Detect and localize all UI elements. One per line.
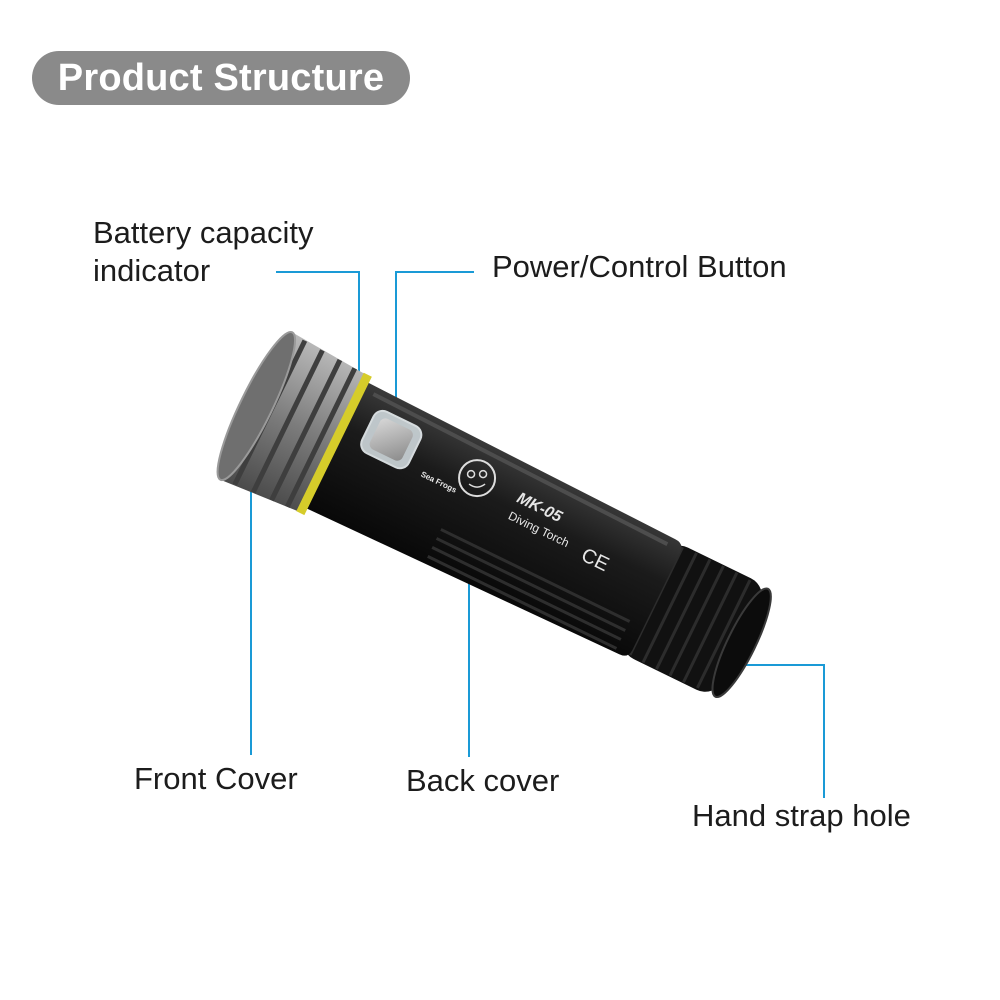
hand-strap-hole-label: Hand strap hole bbox=[692, 798, 911, 833]
leader-power-button bbox=[395, 271, 474, 412]
frog-logo-icon bbox=[458, 459, 497, 498]
leader-battery-indicator bbox=[276, 271, 360, 412]
section-title: Product Structure bbox=[32, 51, 410, 105]
battery-indicator-label: Battery capacity indicator bbox=[93, 215, 314, 288]
power-button-label: Power/Control Button bbox=[492, 249, 787, 284]
power-button-icon bbox=[369, 418, 413, 461]
front-cover-label: Front Cover bbox=[134, 761, 298, 796]
back-cover-label: Back cover bbox=[406, 763, 560, 798]
leader-hand-strap-hole bbox=[720, 664, 825, 798]
